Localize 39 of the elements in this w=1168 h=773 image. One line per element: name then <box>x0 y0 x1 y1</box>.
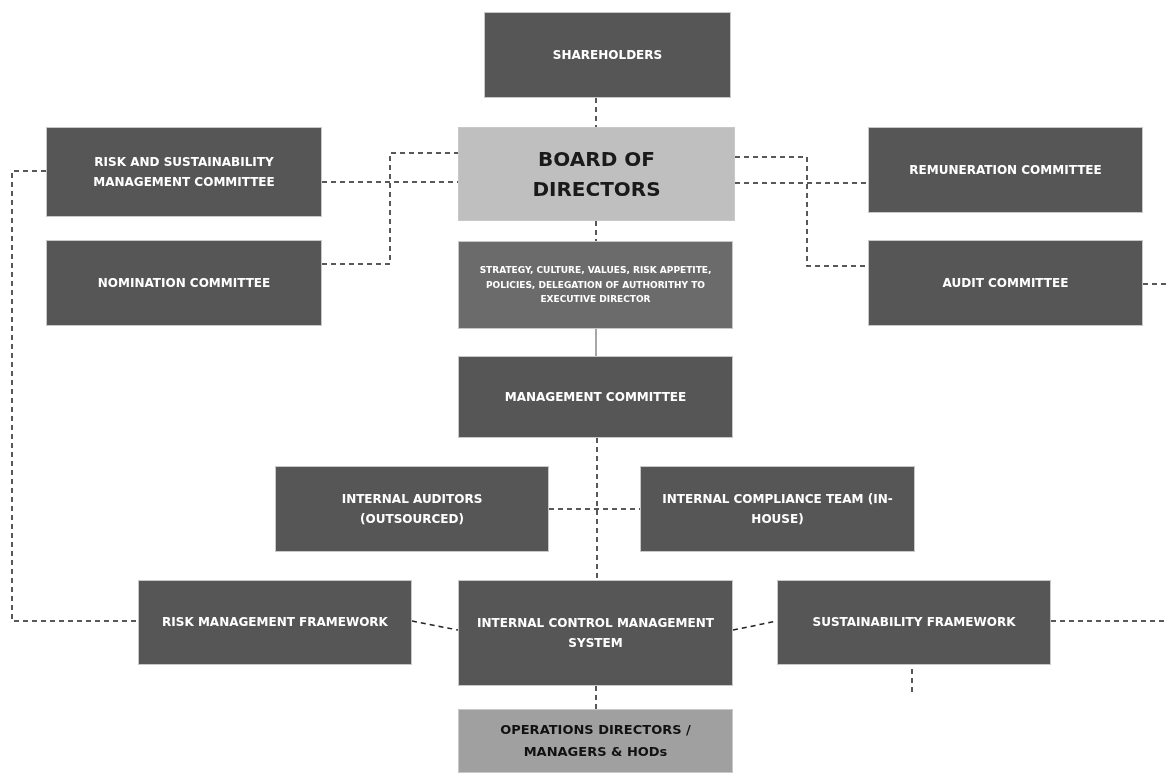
box-label: RISK AND SUSTAINABILITY MANAGEMENT COMMITTEE <box>92 153 276 191</box>
committee-box <box>46 127 322 217</box>
connector-line <box>1142 283 1168 285</box>
committee-box <box>458 356 733 438</box>
committee-box <box>458 580 733 686</box>
committee-box <box>640 466 915 552</box>
box-label: SHAREHOLDERS <box>551 46 664 64</box>
box-label: SUSTAINABILITY FRAMEWORK <box>811 614 1017 632</box>
committee-box <box>138 580 412 665</box>
connector-line <box>595 97 597 128</box>
connector-line <box>596 437 598 581</box>
committee-box <box>868 127 1143 213</box>
box-label: NOMINATION COMMITTEE <box>96 274 272 292</box>
box-label: AUDIT COMMITTEE <box>941 274 1070 292</box>
connector-line <box>411 620 459 631</box>
board-box <box>458 127 735 221</box>
box-label: MANAGEMENT COMMITTEE <box>503 388 688 406</box>
box-label: STRATEGY, CULTURE, VALUES, RISK APPETITE, POLICIES, DELEGATION OF AUTHORITHY TO EXECUTIVE DIRECTOR <box>478 264 713 307</box>
connector-line <box>321 152 459 265</box>
box-label: BOARD OF DIRECTORS <box>531 146 662 203</box>
committee-box <box>868 240 1143 326</box>
box-label: INTERNAL COMPLIANCE TEAM (IN-HOUSE) <box>661 490 894 528</box>
committee-box <box>484 12 731 98</box>
committee-box <box>275 466 549 552</box>
connector-line <box>595 220 597 242</box>
committee-box <box>46 240 322 326</box>
box-label: INTERNAL AUDITORS (OUTSOURCED) <box>340 490 484 528</box>
connector-line <box>734 182 869 184</box>
connector-line <box>911 667 913 693</box>
operations-box <box>458 709 733 773</box>
committee-box <box>777 580 1051 665</box>
mandate-box <box>458 241 733 329</box>
connector-line <box>595 328 597 357</box>
connector-line <box>11 170 139 622</box>
box-label: RISK MANAGEMENT FRAMEWORK <box>161 614 389 632</box>
box-label: INTERNAL CONTROL MANAGEMENT SYSTEM <box>476 614 715 652</box>
box-label: OPERATIONS DIRECTORS / MANAGERS & HODs <box>499 720 692 761</box>
connector-line <box>595 685 597 710</box>
box-label: REMUNERATION COMMITTEE <box>908 161 1103 179</box>
